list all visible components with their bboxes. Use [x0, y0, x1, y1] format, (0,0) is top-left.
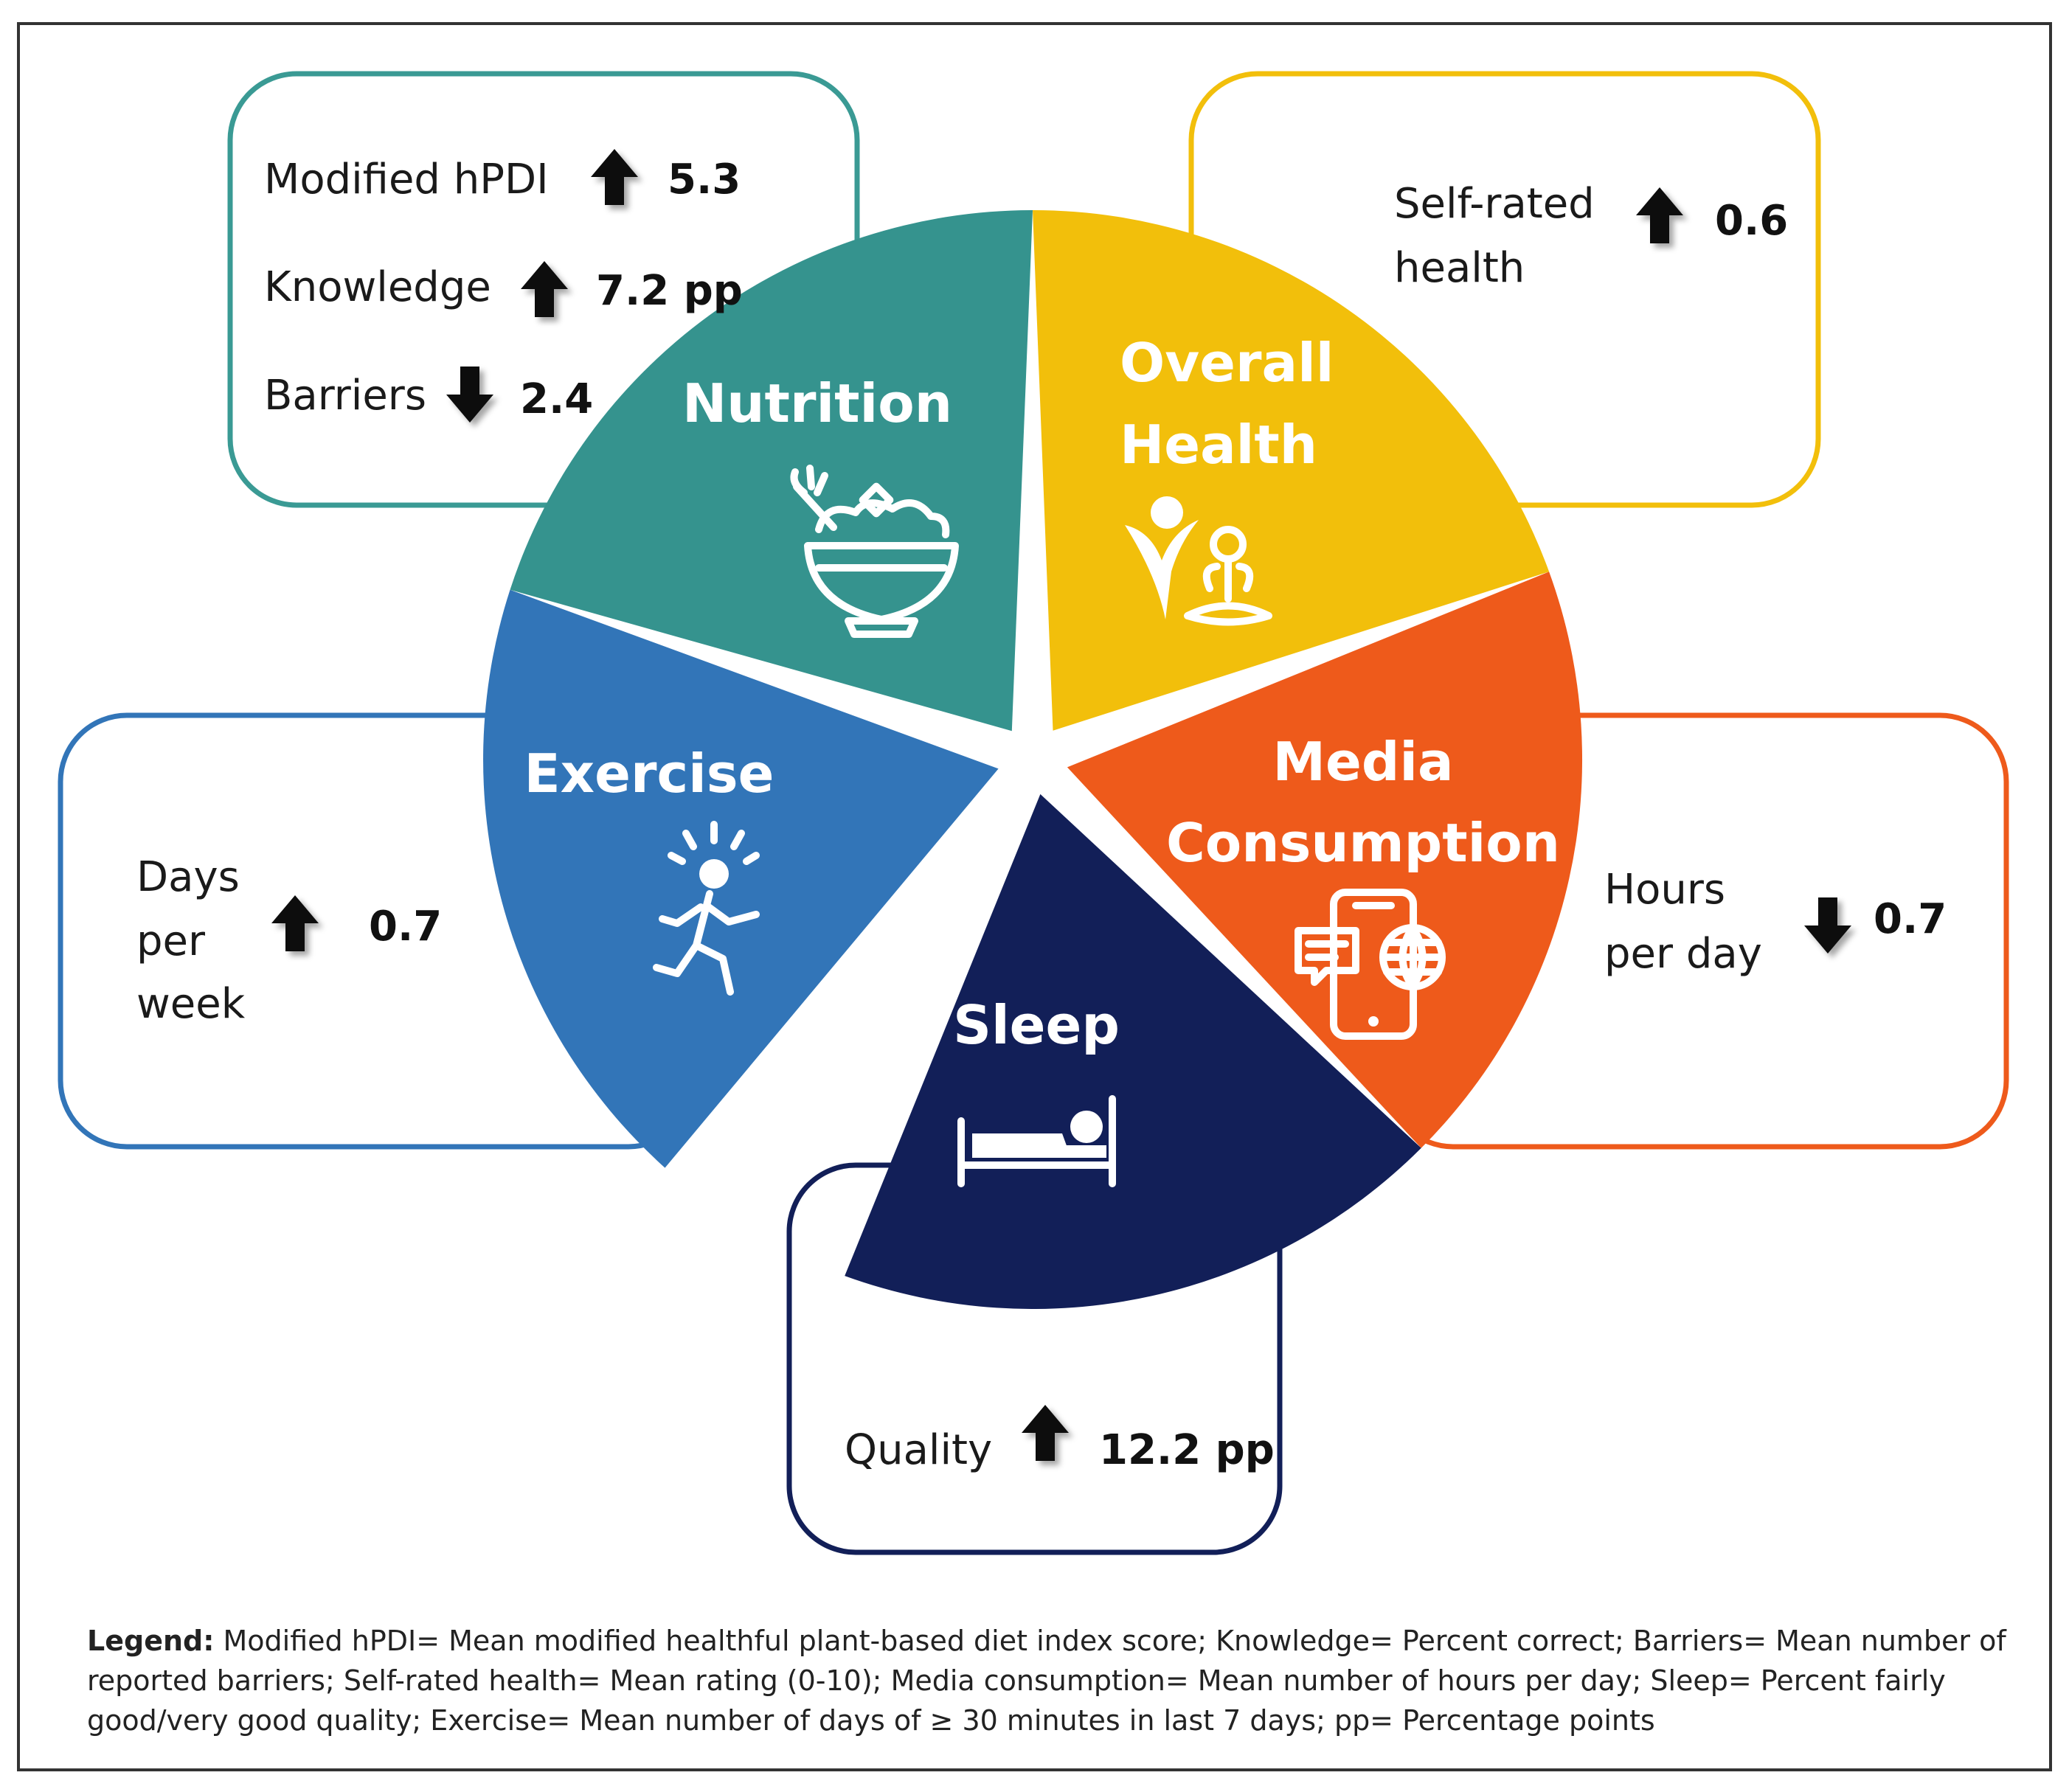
knowledge-value: 7.2 pp — [596, 267, 743, 315]
knowledge-label: Knowledge — [264, 263, 491, 311]
legend-line-1: Legend: Modified hPDI= Mean modified hea… — [87, 1625, 2007, 1657]
nutrition-title: Nutrition — [682, 372, 952, 434]
exercise-segment — [483, 589, 999, 1168]
self-rated-health-label-line1: Self-rated — [1394, 180, 1595, 228]
overall-health-title-line1: Overall — [1120, 332, 1334, 394]
self-rated-health-value: 0.6 — [1715, 197, 1788, 245]
media-title-line2: Consumption — [1166, 812, 1560, 874]
hpdi-label: Modified hPDI — [264, 156, 549, 204]
self-rated-health-label-line2: health — [1394, 244, 1525, 292]
legend-text-1: Modified hPDI= Mean modified healthful p… — [223, 1625, 2008, 1657]
exercise-label-line1: Days — [136, 853, 240, 901]
exercise-title: Exercise — [524, 743, 774, 805]
media-label-line1: Hours — [1604, 866, 1725, 914]
sleep-quality-value: 12.2 pp — [1099, 1426, 1275, 1474]
hpdi-value: 5.3 — [668, 156, 741, 204]
runner-icon — [653, 821, 760, 996]
media-consumption-segment — [1067, 572, 1583, 1148]
smartphone-chat-globe-icon — [1295, 889, 1446, 1040]
salad-bowl-icon — [790, 465, 959, 638]
exercise-value: 0.7 — [369, 903, 442, 951]
barriers-value: 2.4 — [520, 375, 593, 423]
exercise-label-line2: per — [136, 917, 206, 965]
legend-line-2: reported barriers; Self-rated health= Me… — [87, 1664, 1946, 1697]
media-title-line1: Media — [1272, 731, 1453, 793]
yoga-wellness-icon — [1125, 496, 1272, 626]
nutrition-segment — [510, 210, 1033, 732]
sleep-quality-label: Quality — [845, 1426, 992, 1474]
media-value: 0.7 — [1874, 895, 1947, 943]
media-label-line2: per day — [1604, 930, 1762, 978]
barriers-label: Barriers — [264, 372, 426, 420]
legend-heading: Legend: — [87, 1625, 214, 1657]
overall-health-title-line2: Health — [1120, 414, 1317, 476]
exercise-label-line3: week — [136, 980, 246, 1028]
sleep-segment — [845, 793, 1421, 1310]
legend-line-3: good/very good quality; Exercise= Mean n… — [87, 1704, 1655, 1737]
bed-icon — [957, 1095, 1116, 1187]
sleep-title: Sleep — [953, 994, 1120, 1056]
